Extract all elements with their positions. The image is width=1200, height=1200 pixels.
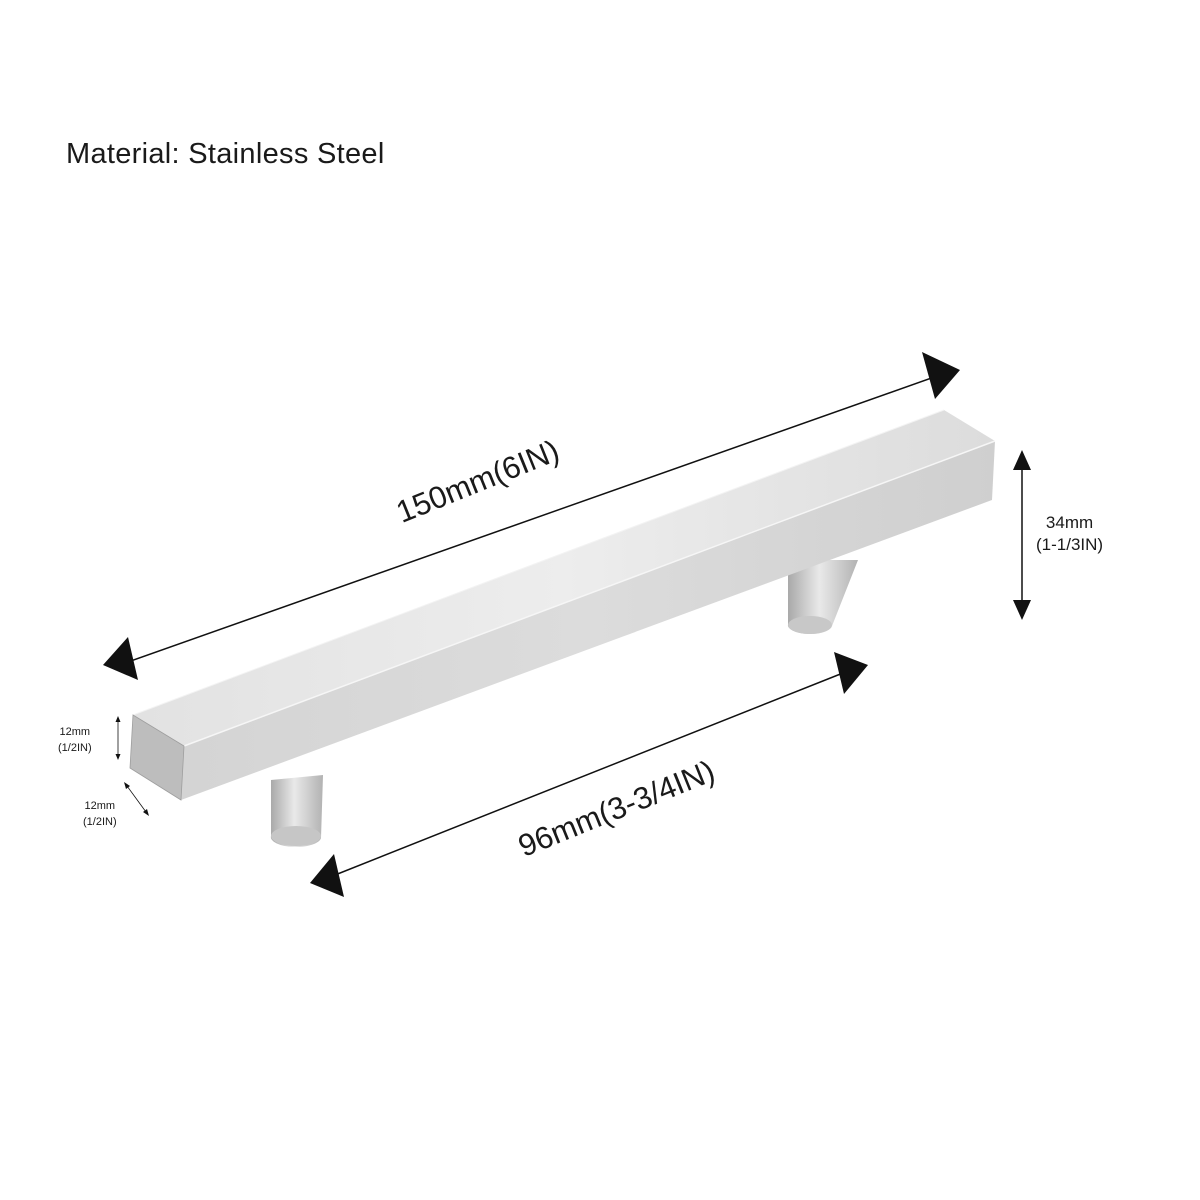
height-inch: (1-1/3IN) [1036,535,1104,554]
material-label: Material: Stainless Steel [66,138,385,170]
thickness-dimension-label: 12mm (1/2IN) [58,724,92,756]
thickness-mm: 12mm [59,726,91,738]
handle-bar [129,409,996,801]
arrow-head-icon [103,637,138,680]
arrow-head-icon [1013,600,1031,620]
width-dimension-line [124,782,149,816]
arrow-head-icon [922,352,960,399]
front-post [270,775,323,848]
thickness-inch: (1/2IN) [58,742,92,754]
bar-end-face [130,715,184,800]
arrow-head-icon [834,652,868,694]
arrow-head-icon [310,854,344,897]
width-mm: 12mm [84,800,116,812]
height-dimension-line [1013,450,1031,620]
height-mm: 34mm [1045,513,1094,532]
arrow-head-icon [115,716,121,722]
width-dimension-label: 12mm (1/2IN) [83,798,117,830]
arrow-head-icon [143,809,149,816]
thickness-dimension-line [115,716,121,760]
arrow-head-icon [1013,450,1031,470]
arrow-head-icon [124,782,130,789]
height-dimension-label: 34mm (1-1/3IN) [1036,512,1103,556]
length-dimension-line [103,352,960,680]
spacing-dimension-line [310,652,868,897]
back-post [787,560,858,635]
bar-top-face [133,410,995,746]
width-inch: (1/2IN) [83,816,117,828]
bar-front-face [181,441,995,800]
arrow-head-icon [115,754,121,760]
